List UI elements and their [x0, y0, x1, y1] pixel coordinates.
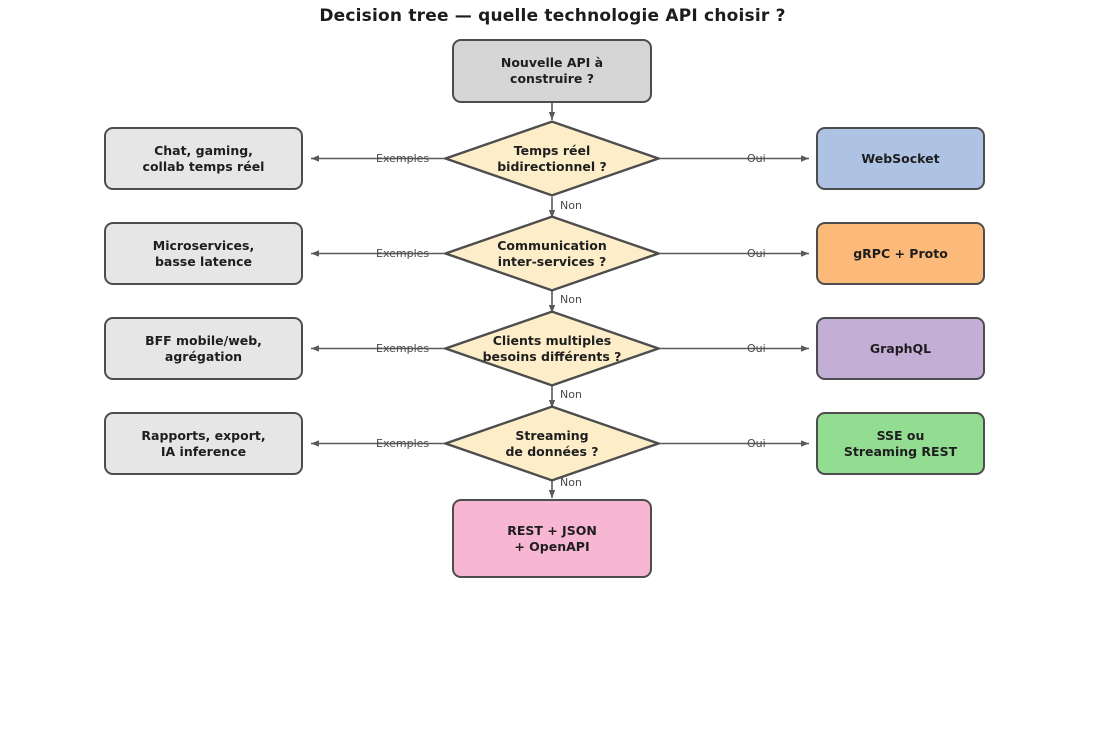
start-node[interactable]: Nouvelle API à construire ?	[452, 39, 652, 103]
final-node-rest[interactable]: REST + JSON + OpenAPI	[452, 499, 652, 578]
edge-label-exemples-3: Exemples	[376, 342, 430, 355]
diamond-shape	[444, 120, 660, 197]
outcome-node-sse[interactable]: SSE ou Streaming REST	[816, 412, 985, 475]
edge-label-oui-4: Oui	[747, 437, 766, 450]
example-node-rapports[interactable]: Rapports, export, IA inference	[104, 412, 303, 475]
outcome-node-websocket[interactable]: WebSocket	[816, 127, 985, 190]
page-title: Decision tree — quelle technologie API c…	[319, 6, 786, 26]
outcome-node-graphql[interactable]: GraphQL	[816, 317, 985, 380]
edge-label-oui-3: Oui	[747, 342, 766, 355]
edge-label-non-3: Non	[560, 388, 582, 401]
diamond-shape	[444, 310, 660, 387]
edge-label-non-1: Non	[560, 199, 582, 212]
decision-node-clients-multiples[interactable]: Clients multiples besoins différents ?	[444, 310, 660, 387]
edge-label-exemples-1: Exemples	[376, 152, 430, 165]
outcome-node-grpc[interactable]: gRPC + Proto	[816, 222, 985, 285]
edge-label-non-4: Non	[560, 476, 582, 489]
example-node-bff[interactable]: BFF mobile/web, agrégation	[104, 317, 303, 380]
diamond-shape	[444, 215, 660, 292]
edge-label-non-2: Non	[560, 293, 582, 306]
example-node-microservices[interactable]: Microservices, basse latence	[104, 222, 303, 285]
edge-label-exemples-4: Exemples	[376, 437, 430, 450]
edge-label-exemples-2: Exemples	[376, 247, 430, 260]
decision-node-streaming[interactable]: Streaming de données ?	[444, 405, 660, 482]
diamond-shape	[444, 405, 660, 482]
edge-label-oui-2: Oui	[747, 247, 766, 260]
edge-label-oui-1: Oui	[747, 152, 766, 165]
decision-node-communication[interactable]: Communication inter-services ?	[444, 215, 660, 292]
decision-node-temps-reel[interactable]: Temps réel bidirectionnel ?	[444, 120, 660, 197]
example-node-chat-gaming[interactable]: Chat, gaming, collab temps réel	[104, 127, 303, 190]
